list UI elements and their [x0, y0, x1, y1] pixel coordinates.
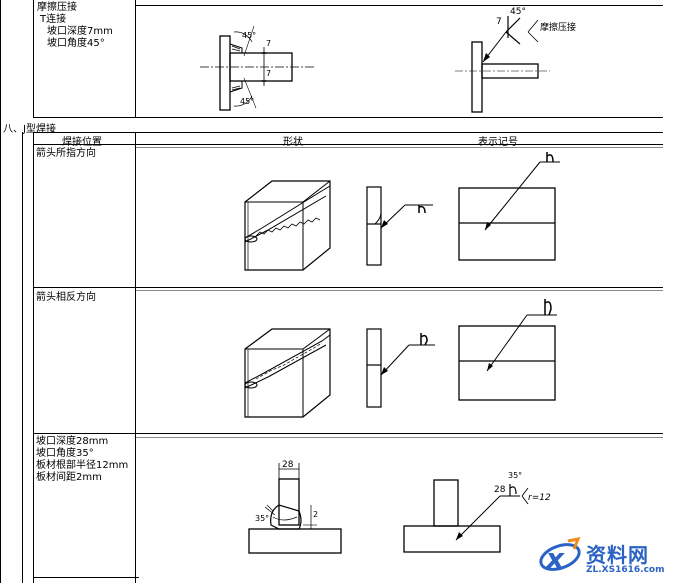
- detail-gap-label: 2: [313, 510, 318, 519]
- detail-angle-label: 35°: [255, 514, 269, 523]
- watermark: x 资料网 ZL.XS1616.com: [538, 536, 678, 581]
- detail-line-3: 板材根部半径12mm: [36, 460, 129, 471]
- symbol-angle-label: 45°: [510, 7, 526, 17]
- j-weld-arrow-side-section: [366, 186, 433, 266]
- top-row-line-2: T连接: [40, 14, 67, 25]
- row-details-description: 坡口深度28mm 坡口角度35° 板材根部半径12mm 板材间距2mm: [36, 436, 128, 484]
- detail-sym-depth-label: 28: [494, 485, 506, 495]
- header-position: 焊接位置: [62, 137, 102, 148]
- row-arrow-side-label: 箭头所指方向: [36, 148, 96, 159]
- j-weld-other-side-section: [366, 328, 435, 408]
- watermark-logo-icon: x: [539, 536, 581, 575]
- top-row-line-4: 坡口角度45°: [47, 38, 105, 49]
- watermark-url: ZL.XS1616.com: [586, 565, 665, 575]
- t-joint-friction-figure: 7 7 45° 45°: [200, 25, 315, 111]
- section-title: 八、J型焊接: [3, 124, 56, 135]
- fig-angle-label-1: 45°: [242, 31, 256, 40]
- detail-line-2: 坡口角度35°: [36, 448, 94, 459]
- fig-depth-label-2: 7: [266, 69, 271, 78]
- svg-text:x: x: [544, 542, 565, 575]
- detail-sym-angle-label: 35°: [508, 471, 522, 480]
- top-row-line-3: 坡口深度7mm: [47, 26, 113, 37]
- detail-line-1: 坡口深度28mm: [36, 436, 109, 447]
- j-weld-other-side-symbol: [458, 299, 557, 401]
- j-weld-arrow-side-symbol: [458, 152, 560, 261]
- fig-angle-label-2: 45°: [240, 97, 254, 106]
- symbol-depth-label: 7: [496, 17, 502, 27]
- header-symbol: 表示记号: [478, 137, 518, 148]
- symbol-note-label: 摩擦压接: [540, 21, 576, 33]
- j-weld-arrow-side-3d: [244, 180, 331, 271]
- t-joint-friction-symbol: 7 45° 摩擦压接: [455, 7, 576, 113]
- row-other-side-label: 箭头相反方向: [36, 292, 96, 303]
- top-row-description: 摩擦压接 T连接 坡口深度7mm 坡口角度45°: [37, 2, 113, 50]
- watermark-brand: 资料网: [586, 543, 649, 567]
- top-row-line-1: 摩擦压接: [37, 2, 77, 13]
- detail-depth-label: 28: [282, 460, 294, 470]
- j-weld-detail-figure: 28 35° 2: [248, 460, 342, 554]
- header-shape: 形状: [283, 137, 303, 148]
- detail-sym-radius-label: r=12: [528, 493, 551, 503]
- j-weld-detail-symbol: 28 35° r=12: [403, 471, 551, 553]
- detail-line-4: 板材间距2mm: [36, 472, 102, 483]
- fig-depth-label-1: 7: [266, 39, 271, 48]
- j-weld-other-side-3d: [244, 328, 331, 418]
